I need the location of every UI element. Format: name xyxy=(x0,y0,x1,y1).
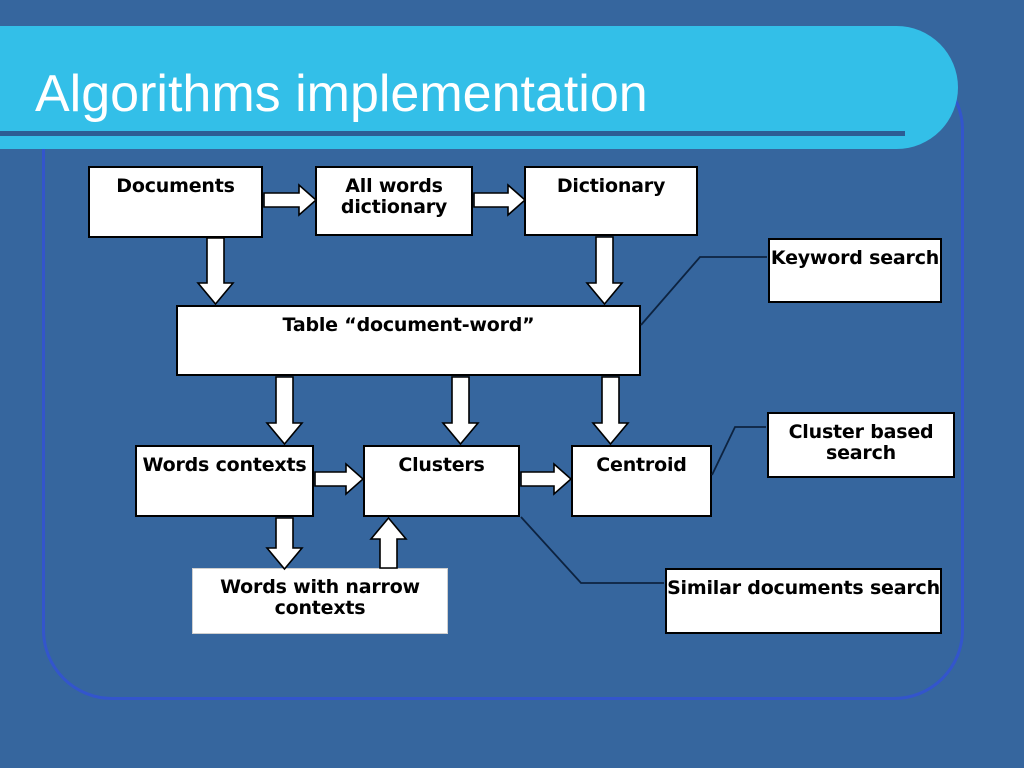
node-documents: Documents xyxy=(88,166,263,238)
arrow-dictionary-to-table xyxy=(585,236,624,306)
node-words-contexts: Words contexts xyxy=(135,445,314,517)
arrow-table-to-centroid xyxy=(591,376,630,446)
node-label: Table “document-word” xyxy=(282,314,535,336)
node-label: Similar documents search xyxy=(667,577,940,599)
arrow-all-words-to-dictionary xyxy=(473,183,527,217)
node-centroid: Centroid xyxy=(571,445,712,517)
node-table-document-word: Table “document-word” xyxy=(176,305,641,376)
title-underline-rule xyxy=(0,131,905,136)
arrow-words-contexts-to-narrow xyxy=(265,517,304,571)
node-label: Clusters xyxy=(398,454,485,476)
node-label: Dictionary xyxy=(556,175,666,197)
node-words-with-narrow-contexts: Words with narrow contexts xyxy=(192,568,448,634)
node-cluster-based-search: Cluster based search xyxy=(767,412,955,478)
arrow-documents-to-all-words xyxy=(263,183,318,217)
arrow-table-to-clusters xyxy=(441,376,480,446)
arrow-table-to-words-contexts xyxy=(265,376,304,446)
callout-table-to-keyword-search xyxy=(640,256,767,326)
node-label: Documents xyxy=(116,175,235,197)
node-all-words-dictionary: All words dictionary xyxy=(315,166,473,236)
node-label: Keyword search xyxy=(770,247,940,269)
node-keyword-search: Keyword search xyxy=(768,238,942,303)
arrow-clusters-to-centroid xyxy=(520,462,573,496)
node-clusters: Clusters xyxy=(363,445,520,517)
node-label: Cluster based search xyxy=(788,421,934,465)
arrow-documents-to-table xyxy=(196,237,235,306)
node-dictionary: Dictionary xyxy=(524,166,698,236)
arrow-narrow-to-clusters xyxy=(369,516,408,569)
title-banner: Algorithms implementation xyxy=(0,26,958,149)
node-label: Words contexts xyxy=(142,454,307,476)
node-label: Words with narrow contexts xyxy=(220,576,420,620)
node-label: All words dictionary xyxy=(340,175,448,219)
arrow-words-contexts-to-clusters xyxy=(314,462,365,496)
callout-clusters-to-similar-documents-search xyxy=(520,516,664,584)
page-title: Algorithms implementation xyxy=(35,65,648,123)
callout-centroid-to-cluster-based-search xyxy=(711,426,766,476)
node-label: Centroid xyxy=(596,454,687,476)
node-similar-documents-search: Similar documents search xyxy=(665,568,942,634)
